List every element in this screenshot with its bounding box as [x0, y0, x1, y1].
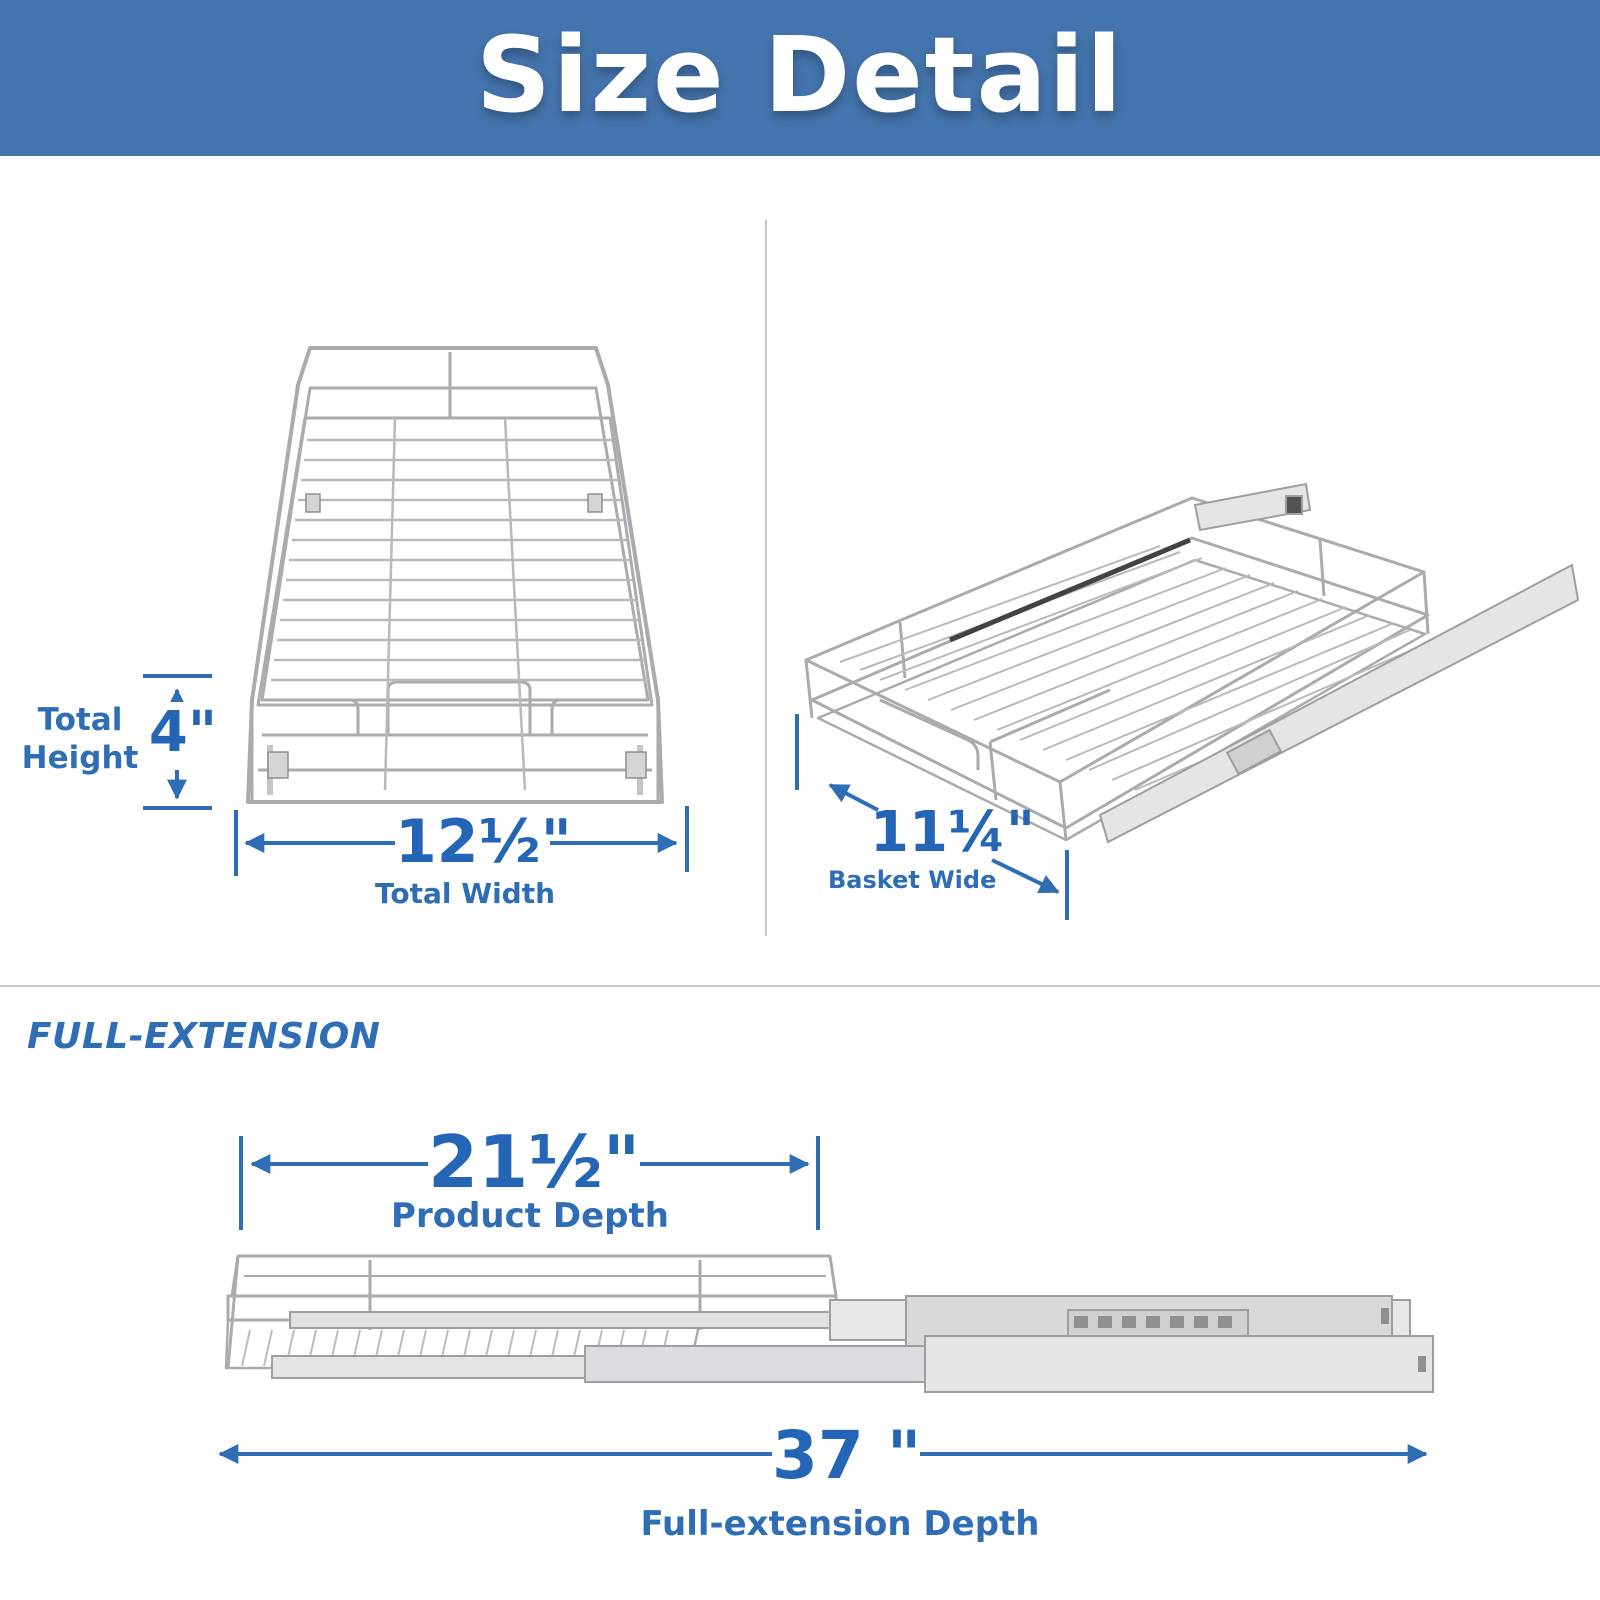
- full-extension-label: Full-extension Depth: [640, 1504, 1040, 1544]
- width-label: Total Width: [374, 877, 556, 910]
- basket-clips: [267, 493, 647, 779]
- section-title-full-extension: FULL-EXTENSION: [27, 1016, 381, 1057]
- basket-wide-label: Basket Wide: [828, 866, 997, 894]
- basket-wide-value: 11¼": [870, 800, 1036, 865]
- height-label-line2: Height: [21, 740, 139, 776]
- basket-perspective-grid: [839, 545, 1415, 791]
- slide-holes: [1074, 1308, 1426, 1372]
- product-depth-value: 21½": [428, 1120, 641, 1204]
- drawer-slides-extended: [271, 1295, 1434, 1393]
- product-depth-label: Product Depth: [391, 1196, 669, 1236]
- basket-top-grid: [271, 417, 648, 791]
- basket-top-view: [246, 346, 664, 804]
- header-banner: Size Detail: [0, 0, 1600, 156]
- basket-wide-dimension: [795, 714, 1069, 920]
- full-extension-value: 37 ": [772, 1417, 922, 1494]
- drawer-slide-right: [949, 482, 1580, 844]
- basket-perspective-view: [804, 496, 1430, 842]
- height-label-line1: Total: [37, 702, 123, 738]
- product-depth-dimension: [239, 1136, 820, 1230]
- height-value: 4": [143, 702, 223, 764]
- width-value: 12½": [395, 807, 572, 877]
- page-title: Size Detail: [476, 14, 1124, 136]
- width-dimension: [234, 806, 689, 876]
